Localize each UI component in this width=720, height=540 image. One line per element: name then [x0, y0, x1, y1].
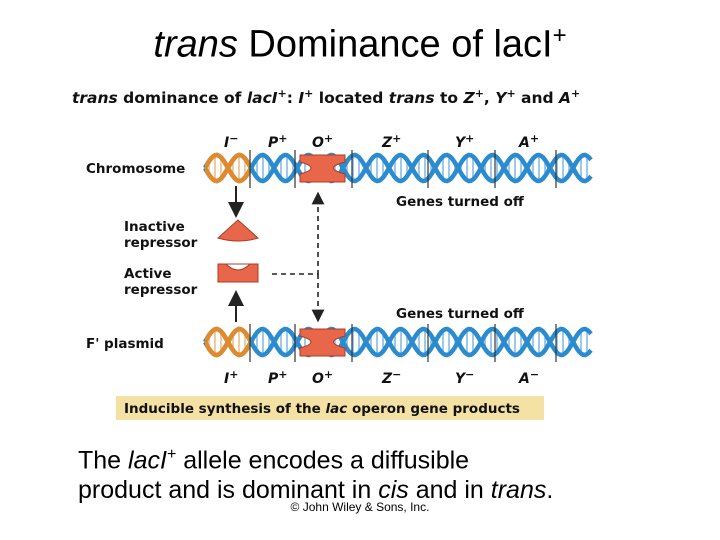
plasmid-gene-label: O+ [312, 368, 333, 387]
result-banner-text: Inducible synthesis of the lac operon ge… [124, 401, 520, 417]
active-repressor-label-2: repressor [124, 282, 198, 298]
chromosome-gene-labels: I− P+ O+ Z+ Y+ A+ [224, 132, 539, 151]
plasmid-gene-label: A− [518, 368, 539, 387]
plasmid-gene-labels: I+ P+ O+ Z− Y− A− [224, 368, 539, 387]
genes-off-top-label: Genes turned off [396, 194, 525, 210]
inactive-repressor-label-2: repressor [124, 235, 198, 251]
plasmid-gene-label: I+ [224, 368, 238, 387]
chromosome-gene-label: Z+ [381, 132, 401, 151]
bound-repressor-bottom [300, 329, 345, 356]
copyright: © John Wiley & Sons, Inc. [0, 500, 720, 514]
plasmid-label: F' plasmid [86, 336, 164, 352]
chromosome-gene-label: Y+ [455, 132, 474, 151]
chromosome-gene-label: A+ [518, 132, 539, 151]
active-repressor-label-1: Active [124, 266, 172, 282]
active-repressor-shape [218, 264, 258, 282]
plasmid-dna [205, 324, 591, 362]
plasmid-gene-label: Y− [455, 368, 474, 387]
chromosome-gene-label: O+ [312, 132, 333, 151]
dashed-arrow-to-chromosome-operator [272, 198, 318, 274]
genes-off-bottom-label: Genes turned off [396, 306, 525, 322]
chromosome-label: Chromosome [86, 161, 185, 177]
plasmid-gene-label: Z− [381, 368, 401, 387]
chromosome-dna [205, 150, 591, 188]
bound-repressor-top [300, 155, 345, 182]
chromosome-gene-label: I− [224, 132, 238, 151]
chromosome-gene-label: P+ [268, 132, 287, 151]
inactive-repressor-shape [218, 220, 258, 241]
inactive-repressor-label-1: Inactive [124, 219, 185, 235]
figure-heading: trans dominance of lacI+: I+ located tra… [72, 87, 580, 107]
plasmid-gene-label: P+ [268, 368, 287, 387]
